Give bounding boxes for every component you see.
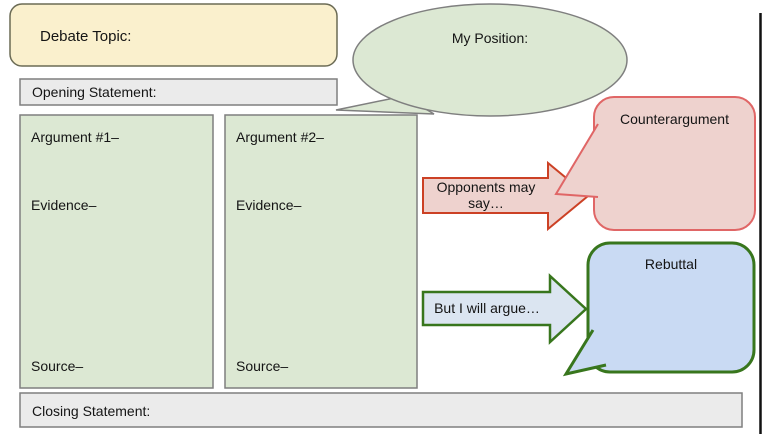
opening-statement-label: Opening Statement: bbox=[32, 84, 157, 100]
my-position-bubble[interactable] bbox=[352, 3, 628, 117]
argument-2-source-label: Source– bbox=[236, 358, 289, 374]
argument-2-evidence-label: Evidence– bbox=[236, 197, 302, 213]
opening-statement-field[interactable] bbox=[19, 78, 338, 106]
argument-2-box[interactable] bbox=[224, 114, 418, 389]
opponents-arrow[interactable] bbox=[422, 160, 590, 232]
debate-topic-box[interactable] bbox=[9, 3, 338, 67]
argument-1-box[interactable] bbox=[19, 114, 214, 389]
counterargument-label: Counterargument bbox=[620, 111, 729, 127]
argue-arrow-label: But I will argue… bbox=[434, 300, 540, 316]
opponents-arrow-line2: say… bbox=[468, 195, 504, 211]
closing-statement-label: Closing Statement: bbox=[32, 403, 151, 419]
rebuttal-bubble-tail bbox=[562, 329, 607, 377]
argument-2-title: Argument #2– bbox=[236, 129, 324, 145]
argument-1-source-label: Source– bbox=[31, 358, 84, 374]
counterargument-bubble-tail bbox=[554, 123, 599, 198]
opponents-arrow-line1: Opponents may bbox=[436, 179, 536, 195]
rebuttal-label: Rebuttal bbox=[644, 256, 698, 272]
opponents-arrow-label: Opponents may say… bbox=[421, 179, 551, 211]
argue-arrow[interactable] bbox=[421, 273, 588, 345]
argument-1-title: Argument #1– bbox=[31, 129, 119, 145]
rebuttal-bubble[interactable] bbox=[586, 241, 756, 374]
argument-1-evidence-label: Evidence– bbox=[31, 197, 97, 213]
my-position-label: My Position: bbox=[451, 30, 529, 46]
closing-statement-field[interactable] bbox=[19, 392, 743, 428]
debate-topic-label: Debate Topic: bbox=[40, 28, 132, 45]
